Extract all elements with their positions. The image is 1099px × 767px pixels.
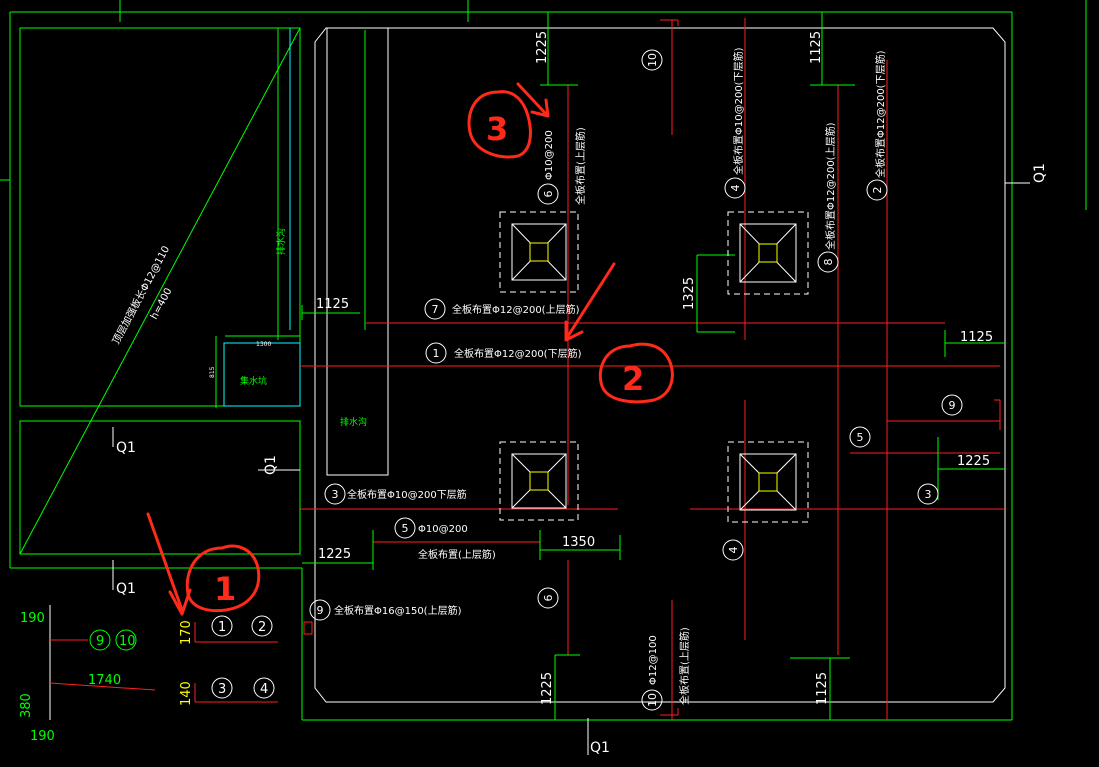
rebar-labels: 全板布置Φ12@200(上层筋) 全板布置Φ12@200(下层筋) 全板布置Φ1… xyxy=(334,47,887,705)
pile-cap-br xyxy=(727,441,809,523)
rebar-number-6-top: 6 xyxy=(542,191,555,198)
rebar-number-5-right: 5 xyxy=(857,431,864,444)
rebar-number-8: 8 xyxy=(822,259,835,266)
axis-labels: Q1 Q1 Q1 Q1 Q1 xyxy=(116,163,1048,756)
marker-3-loop xyxy=(467,90,532,159)
label-trench: 排水沟 xyxy=(340,416,367,428)
rebar-number-6-bottom: 6 xyxy=(542,595,555,602)
marker-1-text: 1 xyxy=(214,570,236,608)
inner-slab-outline xyxy=(314,27,1006,703)
dim-bottom-left-h: 1225 xyxy=(318,547,351,562)
marker-3-arrow xyxy=(516,82,550,118)
axis-q1-right: Q1 xyxy=(1032,163,1048,183)
rebar-number-4-top: 4 xyxy=(729,185,742,192)
dim-top-left: 1225 xyxy=(535,31,550,64)
outer-frame xyxy=(0,0,1087,721)
label-sump: 集水坑 xyxy=(240,375,267,387)
legend-num-9: 9 xyxy=(96,634,104,649)
rebar-number-1: 1 xyxy=(433,347,440,360)
rebar-number-7: 7 xyxy=(432,303,439,316)
axis-q1-left-mid: Q1 xyxy=(116,440,136,456)
label-r9: 全板布置Φ16@150(上层筋) xyxy=(334,604,462,617)
label-r8: 全板布置Φ12@200(上层筋) xyxy=(824,122,837,250)
label-r6a-top: Φ10@200 xyxy=(544,130,555,180)
marker-1-arrow xyxy=(146,512,192,616)
legend-num-3: 3 xyxy=(218,682,226,697)
dim-bottom-mid: 1350 xyxy=(562,535,595,550)
legend-380: 380 xyxy=(19,693,34,718)
rebar-number-10-bottom: 10 xyxy=(646,693,659,707)
dim-bottom-v-left: 1225 xyxy=(540,672,555,705)
legend-num-4: 4 xyxy=(260,682,268,697)
legend-num-2: 2 xyxy=(258,620,266,635)
dim-left-mid: 1125 xyxy=(316,297,349,312)
legend-170: 170 xyxy=(179,620,194,645)
legend-1740: 1740 xyxy=(88,673,121,688)
legend-texts: 190 1740 380 190 170 140 9 10 1 2 3 4 xyxy=(19,611,268,744)
q1-axis-lines xyxy=(112,182,1030,755)
label-r3: 全板布置Φ10@200下层筋 xyxy=(347,488,467,501)
legend-num-10: 10 xyxy=(119,634,136,649)
marker-2-text: 2 xyxy=(622,360,644,398)
label-r4: 全板布置Φ10@200(下层筋) xyxy=(732,47,745,175)
number-circle-labels: 7 1 3 5 6 6 10 10 4 4 8 2 5 3 9 9 xyxy=(317,53,956,707)
rebar-number-2: 2 xyxy=(871,187,884,194)
marker-2-loop xyxy=(598,342,674,404)
pile-cap-tl xyxy=(499,211,579,293)
axis-q1-left-bottom: Q1 xyxy=(116,581,136,597)
axis-q1-bottom: Q1 xyxy=(590,740,610,756)
label-r6b-top: 全板布置(上层筋) xyxy=(574,127,587,205)
marker-3-text: 3 xyxy=(486,110,508,148)
pile-cap-tr xyxy=(727,211,809,295)
number-circles xyxy=(309,49,963,711)
rebar-number-3: 3 xyxy=(332,488,339,501)
marker-1-loop xyxy=(185,544,261,613)
red-annotation-numbers: 1 2 3 xyxy=(214,110,644,608)
dim-vert-mid: 1325 xyxy=(682,277,697,310)
pile-cap-bl xyxy=(499,441,579,521)
dim-right-mid: 1125 xyxy=(960,330,993,345)
dimension-texts: 1225 1125 1125 1125 1225 1325 1225 1350 … xyxy=(209,31,993,705)
red-annotations xyxy=(146,82,674,616)
legend-num-1: 1 xyxy=(218,620,226,635)
rebar-number-9-bottom: 9 xyxy=(317,604,324,617)
rebar-number-3-right: 3 xyxy=(925,488,932,501)
rebar-number-10-top: 10 xyxy=(646,53,659,67)
left-rooms xyxy=(19,27,389,555)
legend-190-top: 190 xyxy=(20,611,45,626)
rebar-number-9-right: 9 xyxy=(949,399,956,412)
dim-top-right: 1125 xyxy=(809,31,824,64)
legend-140: 140 xyxy=(179,681,194,706)
rebar-number-4-bottom: 4 xyxy=(727,547,740,554)
rebar-lines xyxy=(300,18,1005,720)
legend-190-bottom: 190 xyxy=(30,729,55,744)
dim-sump-w: 1300 xyxy=(256,341,271,348)
axis-q1-rotated: Q1 xyxy=(263,455,279,475)
marker-2-arrow xyxy=(564,262,616,342)
label-cyan-channel: 排水沟 xyxy=(275,228,287,255)
label-r1: 全板布置Φ12@200(下层筋) xyxy=(454,347,582,360)
dim-bottom-v-right: 1125 xyxy=(815,672,830,705)
legend-lines xyxy=(49,605,278,720)
dim-sump-h: 815 xyxy=(209,366,216,378)
label-r7: 全板布置Φ12@200(上层筋) xyxy=(452,303,580,316)
label-r5a: Φ10@200 xyxy=(418,524,468,535)
dimension-lines xyxy=(301,12,1005,720)
label-r10b-bottom: 全板布置(上层筋) xyxy=(678,627,691,705)
label-r2: 全板布置Φ12@200(下层筋) xyxy=(874,50,887,178)
rebar-number-5: 5 xyxy=(402,522,409,535)
label-r10a-bottom: Φ12@100 xyxy=(648,635,659,685)
dim-right-low: 1225 xyxy=(957,454,990,469)
label-r5b: 全板布置(上层筋) xyxy=(418,548,496,561)
